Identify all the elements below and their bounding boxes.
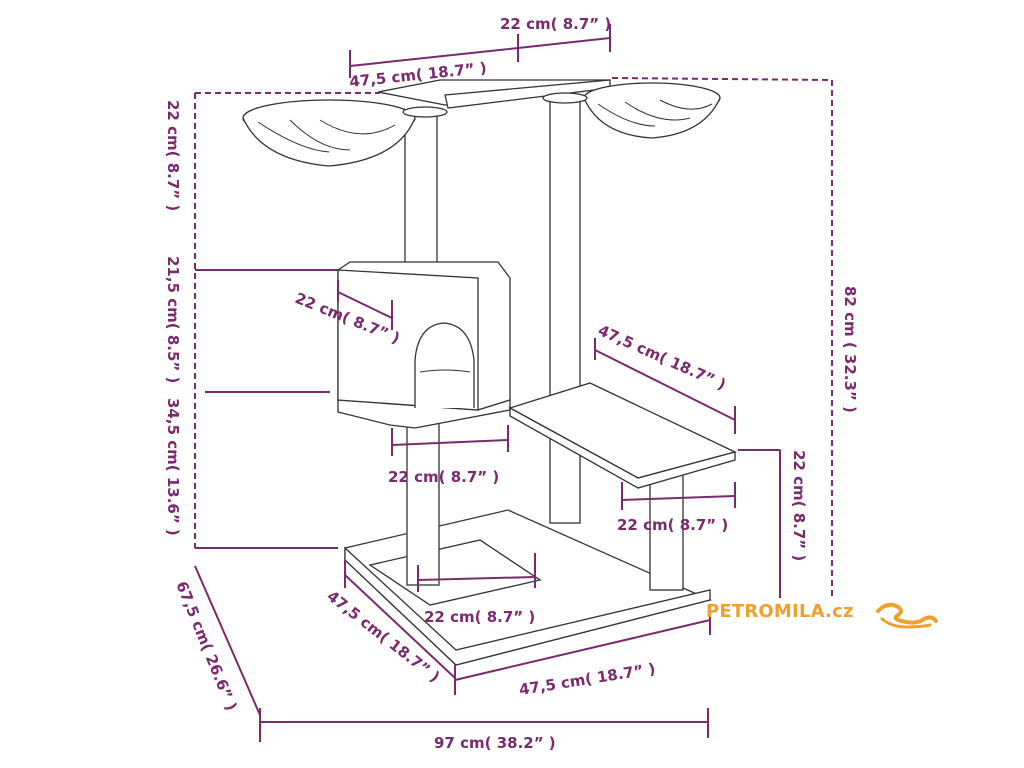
- dim-left-top-height: 22 cm( 8.7” ): [164, 100, 182, 211]
- right-lower-post: [649, 469, 684, 591]
- right-platform: [508, 382, 737, 489]
- left-lower-post: [406, 419, 440, 586]
- dim-total-width: 97 cm( 38.2” ): [434, 734, 556, 752]
- dim-cave-width: 22 cm( 8.7” ): [388, 468, 499, 486]
- left-hammock-bowl: [242, 99, 448, 167]
- dim-left-mid-height: 21,5 cm( 8.5” ): [164, 256, 182, 383]
- dim-top-platform-width: 22 cm( 8.7” ): [500, 15, 611, 33]
- brand-logo-text: PETROMILA.cz: [706, 601, 854, 622]
- dim-right-platform-width: 22 cm( 8.7” ): [617, 516, 728, 534]
- right-hammock-bowl: [542, 82, 721, 139]
- left-upper-post: [404, 109, 438, 271]
- dim-base-post-spacing: 22 cm( 8.7” ): [424, 608, 535, 626]
- dim-base-width: 47,5 cm( 18.7” ): [518, 660, 657, 699]
- cave-house: [337, 261, 511, 429]
- center-tall-post: [549, 94, 581, 524]
- dim-total-height: 82 cm ( 32.3” ): [841, 286, 859, 413]
- dim-right-platform-height: 22 cm( 8.7” ): [790, 450, 808, 561]
- dim-left-low-height: 34,5 cm( 13.6” ): [164, 398, 182, 536]
- cat-logo-icon: [876, 602, 938, 629]
